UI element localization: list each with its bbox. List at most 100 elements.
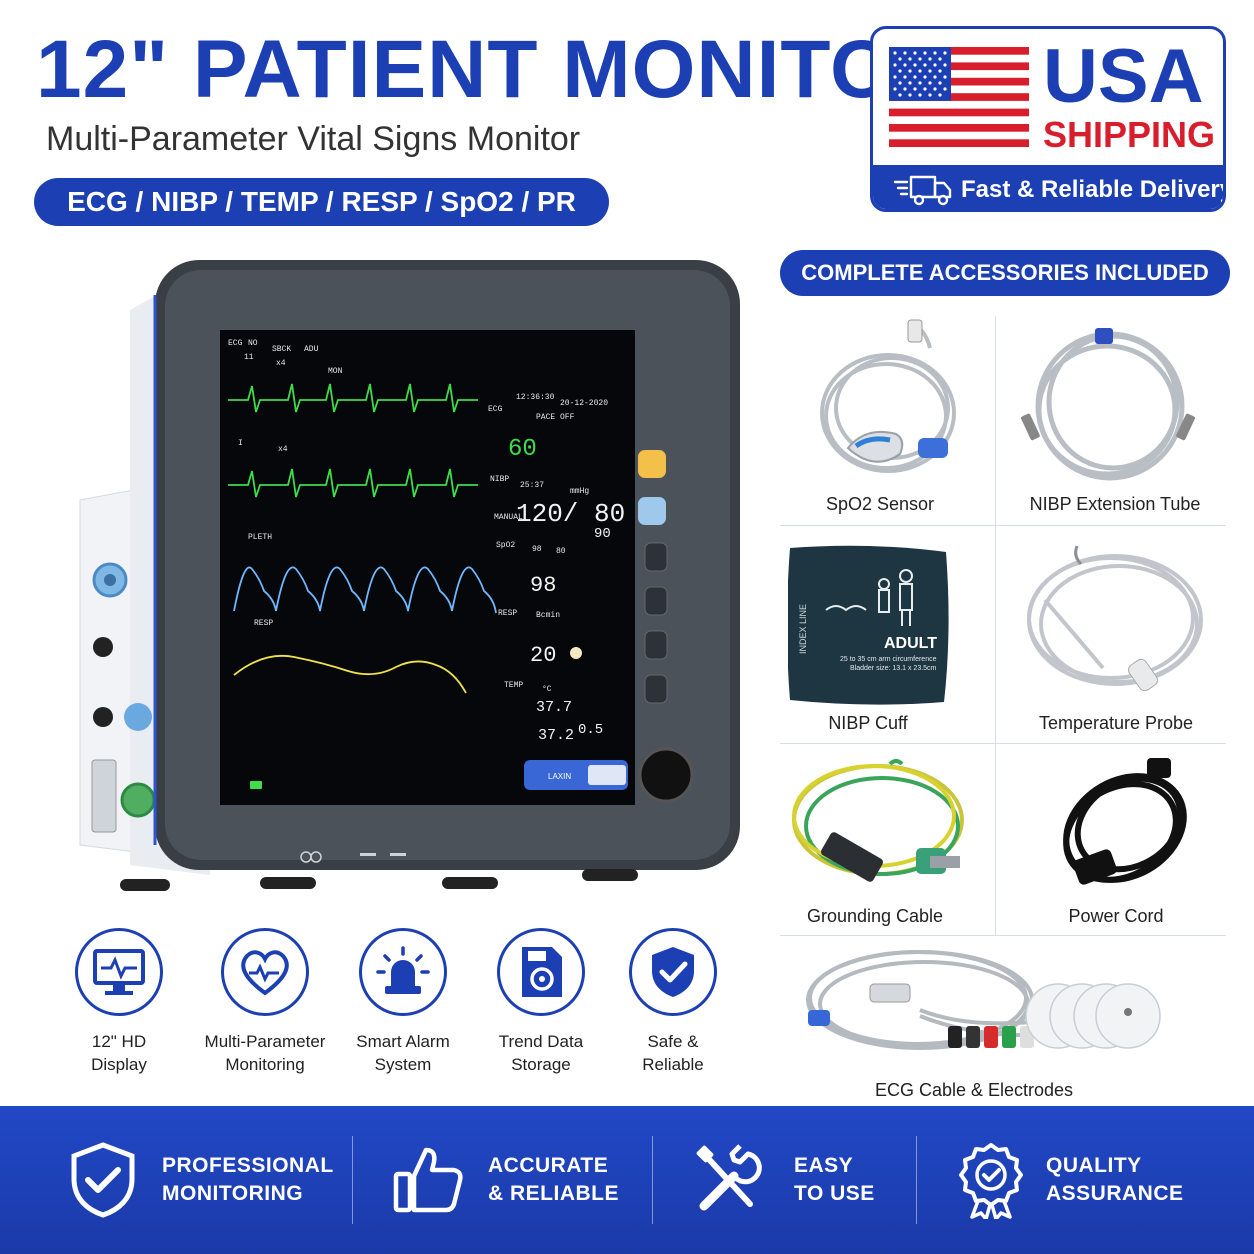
grid-divider [780,525,1226,526]
band-professional: PROFESSIONAL MONITORING [68,1106,334,1254]
band-easy: EASY TO USE [694,1106,875,1254]
screen-pleth-label: PLETH [248,533,272,542]
heart-pulse-icon [241,950,289,996]
delivery-truck-icon [893,175,952,206]
screen-resp-unit: Bcmin [536,611,560,620]
screen-nibp-mode: MANUAL [494,513,523,522]
screen-nibp-map: 90 [594,526,611,542]
band-divider [916,1136,917,1224]
usa-shipping-badge: USA SHIPPING Fast & Reliable Delivery [870,26,1226,212]
accessory-label: Temperature Probe [1038,713,1194,733]
grid-divider [780,743,1226,744]
screen-hr-value: 60 [508,436,537,463]
quality-badge-icon [959,1143,1023,1219]
screen-time: 12:36:30 [516,393,555,402]
feature-line1: Trend Data [498,1032,584,1051]
feature-line2: System [374,1055,432,1074]
accessory-label: Grounding Cable [806,906,944,926]
screen-temp-label: TEMP [504,681,523,690]
screen-nibp-time: 25:37 [520,481,544,490]
nibp-cuff-image: INDEX LINE ADULT 25 to 35 cm arm circumf… [788,545,949,705]
shield-check-icon [652,947,694,997]
feature-line1: Multi-Parameter [204,1032,326,1051]
screen-lead-label: I [238,439,243,448]
cuff-size: ADULT [884,635,937,652]
grid-divider [995,316,996,936]
screen-pace: PACE OFF [536,413,575,422]
screen-td-value: 0.5 [578,722,603,738]
feature-line2: Display [91,1055,147,1074]
feature-line1: Smart Alarm [356,1032,450,1051]
screen-nibp-value: 120/ 80 [516,499,625,529]
page-subtitle: Multi-Parameter Vital Signs Monitor [46,120,581,158]
accessory-label: NIBP Extension Tube [1029,494,1201,514]
page-title: 12" PATIENT MONITOR [36,24,955,115]
band-divider [352,1136,353,1224]
shield-check-icon [71,1142,135,1218]
parameters-pill: ECG / NIBP / TEMP / RESP / SpO2 / PR [34,178,609,226]
screen-top-label: ECG [228,339,243,348]
screen-top-label: SBCK [272,345,291,354]
feature-safe-reliable: Safe & Reliable [608,928,738,1076]
feature-hd-display: 12" HD Display [54,928,184,1076]
screen-top-value: x4 [276,359,286,368]
spo2-sensor-image [820,319,956,473]
cuff-circumference: 25 to 35 cm arm circumference [840,656,937,663]
feature-line2: Storage [511,1055,571,1074]
band-line2: MONITORING [162,1182,304,1205]
band-line1: EASY [794,1154,854,1177]
screen-t1-value: 37.7 [536,699,572,716]
screen-alarm-label: LAXIN [548,772,571,781]
band-line2: & RELIABLE [488,1182,619,1205]
feature-line2: Monitoring [225,1055,305,1074]
feature-line1: 12" HD [91,1032,147,1051]
usa-text: USA [1043,34,1204,119]
screen-lead-gain: x4 [278,445,288,454]
ecg-cable-image [806,950,1161,1050]
screen-resp-wave-label: RESP [254,619,273,628]
screen-date: 20-12-2020 [560,399,608,408]
screen-spo2-hi: 98 [532,545,542,554]
temperature-probe-image [1027,545,1203,692]
nibp-tube-image [1021,328,1195,481]
accessory-label: ECG Cable & Electrodes [874,1080,1074,1100]
band-line1: QUALITY [1046,1154,1142,1177]
bottom-feature-band: PROFESSIONAL MONITORING ACCURATE & RELIABL… [0,1106,1254,1254]
screen-t2-value: 37.2 [538,727,574,744]
band-quality: QUALITY ASSURANCE [958,1106,1184,1254]
tools-icon [696,1144,762,1211]
screen-temp-unit: °C [542,685,552,694]
accessory-label: SpO2 Sensor [825,494,935,514]
cuff-bladder: Bladder size: 13.1 x 23.5cm [850,665,937,672]
screen-nibp-label: NIBP [490,475,509,484]
grounding-cable-image [792,759,964,882]
accessory-label: Power Cord [1068,906,1164,926]
thumbs-up-icon [393,1147,463,1213]
screen-resp-value: 20 [530,643,556,668]
band-line1: PROFESSIONAL [162,1154,334,1177]
accessories-heading: COMPLETE ACCESSORIES INCLUDED [780,250,1230,296]
power-cord-image [1063,758,1187,885]
screen-spo2-label: SpO2 [496,541,515,550]
shipping-text: SHIPPING [1043,114,1216,155]
screen-ecg-label: ECG [488,405,503,414]
alarm-siren-icon [376,946,430,994]
feature-line1: Safe & [647,1032,699,1051]
screen-top-value: 11 [244,353,254,362]
band-line2: TO USE [794,1182,875,1205]
us-flag-icon [889,47,1029,147]
band-line1: ACCURATE [488,1154,609,1177]
screen-spo2-lo: 80 [556,547,566,556]
screen-top-label: ADU [304,345,319,354]
delivery-text: Fast & Reliable Delivery [961,176,1226,203]
feature-line2: Reliable [642,1055,704,1074]
screen-resp-label: RESP [498,609,517,618]
band-divider [652,1136,653,1224]
band-line2: ASSURANCE [1046,1182,1184,1205]
delivery-bar: Fast & Reliable Delivery [873,165,1226,209]
patient-monitor-image: ECG NO SBCK ADU 11 x4 MON I x4 12:36:30 … [79,260,740,891]
screen-spo2-value: 98 [530,573,556,598]
grid-divider [780,935,1226,936]
